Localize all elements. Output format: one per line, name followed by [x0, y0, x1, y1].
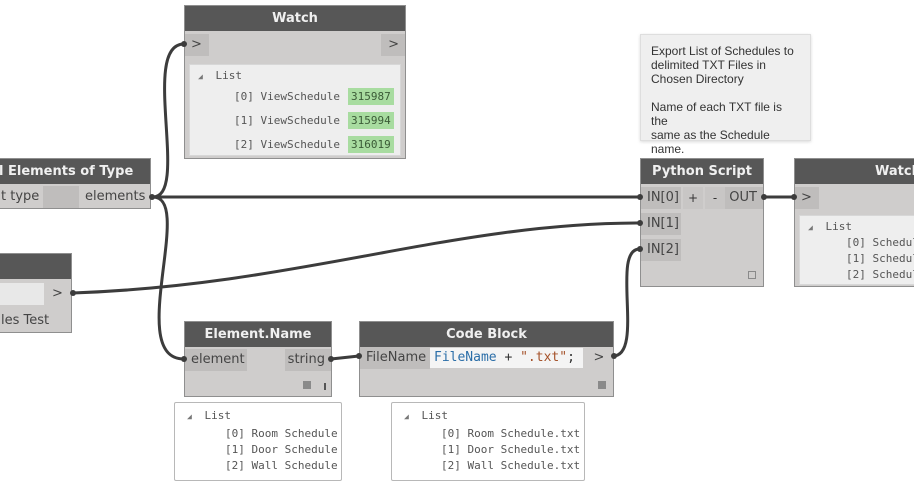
note-annotation[interactable]: Export List of Schedules to delimited TX… [640, 34, 811, 156]
list-item: [2] Wall Schedule [225, 459, 338, 472]
wire-elementname-to-codeblock [330, 354, 360, 361]
element-name-preview: ◢ List [0] Room Schedule [1] Door Schedu… [174, 402, 342, 481]
preview-toggle-icon[interactable] [303, 381, 311, 389]
list-item: [1] Door Schedule [225, 443, 338, 456]
preview-toggle-icon[interactable] [598, 381, 606, 389]
list-item: [1] Door Schedule.txt [441, 443, 581, 456]
node-title: l Elements of Type [0, 159, 150, 184]
list-item: [2] Wall Schedule.txt [441, 459, 581, 472]
port-dot [70, 290, 76, 296]
watch-node-right[interactable]: Watch > ◢ List [0] Schedul [1] Schedul [… [794, 158, 914, 287]
list-item: [0] Room Schedule [225, 427, 338, 440]
port-dot [791, 194, 797, 200]
port-dot [761, 194, 767, 200]
port-dot [637, 246, 643, 252]
list-item: [1] Schedul [846, 252, 914, 265]
python-script-node[interactable]: Python Script IN[0] + - OUT IN[1] IN[2] [640, 158, 764, 287]
port-dot [181, 41, 187, 47]
code-block-preview: ◢ List [0] Room Schedule.txt [1] Door Sc… [391, 402, 585, 481]
input-port[interactable]: t type [0, 186, 43, 208]
watch-node-top[interactable]: Watch > > ◢ List [0] ViewSchedule 315987… [184, 5, 406, 159]
list-item: [2] ViewSchedule [234, 138, 340, 151]
note-line: Chosen Directory [651, 72, 744, 86]
list-label: List [215, 69, 242, 82]
port-dot [637, 220, 643, 226]
triangle-down-icon[interactable]: ◢ [198, 72, 203, 81]
output-port[interactable]: > [381, 34, 405, 56]
string-input-node[interactable]: > les Test [0, 253, 72, 333]
input-port-in0[interactable]: IN[0] [641, 187, 681, 209]
node-title: Python Script [641, 159, 763, 184]
note-line: Export List of Schedules to [651, 44, 794, 58]
output-port[interactable]: > [52, 286, 63, 301]
port-dot [637, 194, 643, 200]
output-port[interactable]: string [285, 349, 331, 371]
port-dot [356, 353, 362, 359]
note-line: delimited TXT Files in [651, 58, 766, 72]
resize-grip-icon[interactable] [324, 383, 326, 390]
node-title: Element.Name [185, 322, 331, 347]
triangle-down-icon[interactable]: ◢ [404, 412, 409, 421]
port-dot [181, 356, 187, 362]
list-label: List [825, 220, 852, 233]
watch-output: ◢ List [0] Schedul [1] Schedul [2] Sched… [799, 215, 914, 285]
triangle-down-icon[interactable]: ◢ [808, 223, 813, 232]
port-dot [328, 356, 334, 362]
wire-left-to-python [72, 221, 641, 295]
output-port[interactable]: OUT [725, 187, 763, 209]
add-input-button[interactable]: + [683, 187, 703, 209]
list-item: [0] Room Schedule.txt [441, 427, 581, 440]
remove-input-button[interactable]: - [705, 187, 725, 209]
triangle-down-icon[interactable]: ◢ [187, 412, 192, 421]
code-block-node[interactable]: Code Block FileName FileName + ".txt"; > [359, 321, 614, 397]
input-port[interactable]: FileName [360, 347, 430, 369]
port-dot [611, 353, 617, 359]
watch-output: ◢ List [0] ViewSchedule 315987 [1] ViewS… [189, 64, 401, 156]
element-id-badge[interactable]: 315987 [348, 88, 394, 105]
all-elements-of-type-node[interactable]: l Elements of Type t type elements [0, 158, 151, 209]
wire-codeblock-to-python [612, 247, 641, 358]
node-title: Code Block [360, 322, 613, 347]
string-value[interactable]: les Test [1, 313, 50, 328]
input-port[interactable]: element [185, 349, 247, 371]
element-id-badge[interactable]: 316019 [348, 136, 394, 153]
output-port[interactable]: elements [85, 189, 146, 204]
list-label: List [421, 409, 448, 422]
list-item: [0] ViewSchedule [234, 90, 340, 103]
output-port[interactable]: > [585, 347, 613, 369]
node-title: Watch [795, 159, 914, 184]
list-item: [0] Schedul [846, 236, 914, 249]
list-item: [1] ViewSchedule [234, 114, 340, 127]
element-id-badge[interactable]: 315994 [348, 112, 394, 129]
code-editor[interactable]: FileName + ".txt"; [430, 348, 583, 368]
note-line: same as the Schedule name. [651, 128, 770, 156]
list-item: [2] Schedul [846, 268, 914, 281]
note-line: Name of each TXT file is the [651, 100, 782, 128]
input-port[interactable]: > [795, 187, 819, 209]
wire-elements-to-watch [152, 42, 185, 199]
element-name-node[interactable]: Element.Name element string [184, 321, 332, 397]
wire-elements-to-elementname [152, 195, 185, 361]
node-header [0, 254, 71, 279]
input-port[interactable]: > [185, 34, 209, 56]
list-label: List [204, 409, 231, 422]
node-title: Watch [185, 6, 405, 31]
port-dot [149, 194, 155, 200]
preview-toggle-icon[interactable] [748, 271, 756, 279]
input-port-in2[interactable]: IN[2] [641, 239, 681, 261]
input-port-in1[interactable]: IN[1] [641, 213, 681, 235]
